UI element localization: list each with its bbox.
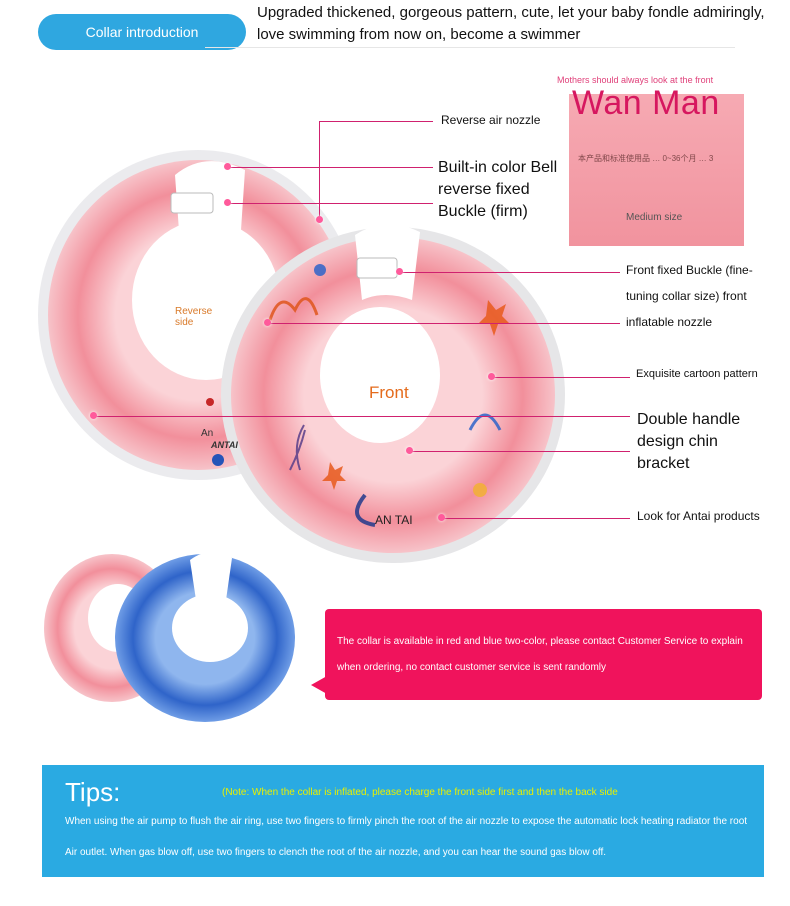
- callout-cartoon-pattern: Exquisite cartoon pattern: [636, 368, 758, 380]
- callout-dot: [224, 163, 231, 170]
- an-tai-label: AN TAI: [375, 513, 413, 527]
- callout-line: [400, 272, 620, 273]
- collar-introduction-pill: Collar introduction: [38, 14, 246, 50]
- callout-line: [442, 518, 630, 519]
- callout-line: [228, 167, 433, 168]
- product-illustration: [38, 150, 565, 722]
- color-note-text: The collar is available in red and blue …: [337, 636, 743, 673]
- callout-line: [228, 203, 433, 204]
- front-label: Front: [369, 383, 409, 402]
- inset-brand-title: Wan Man: [572, 84, 720, 122]
- reverse-side-label: Reverse side: [175, 306, 213, 328]
- callout-dot: [90, 412, 97, 419]
- callout-dot: [438, 514, 445, 521]
- tips-instruction-2: Air outlet. When gas blow off, use two f…: [65, 847, 607, 858]
- callout-dot: [406, 447, 413, 454]
- front-ring: [221, 224, 565, 563]
- antai-small-label: ANTAI: [211, 440, 238, 450]
- tips-note: (Note: When the collar is inflated, plea…: [222, 787, 618, 798]
- inset-caption: Mothers should always look at the front: [557, 75, 714, 85]
- tips-title: Tips:: [65, 777, 121, 807]
- callout-built-in-bell: Built-in color Bell reverse fixed Buckle…: [438, 159, 558, 220]
- callout-dot: [224, 199, 231, 206]
- callout-double-handle: Double handle design chin bracket: [637, 411, 741, 472]
- callout-line: [319, 121, 433, 122]
- callout-line: [492, 377, 630, 378]
- callout-line: [319, 121, 320, 220]
- color-note-box: [325, 609, 762, 700]
- callout-inflatable-nozzle: inflatable nozzle: [626, 315, 713, 329]
- product-label-photo: [569, 94, 744, 246]
- callout-dot: [264, 319, 271, 326]
- tips-panel: [42, 765, 764, 877]
- callout-dot: [316, 216, 323, 223]
- an-label: An: [201, 428, 214, 439]
- tips-instruction-1: When using the air pump to flush the air…: [65, 816, 748, 827]
- callout-dot: [396, 268, 403, 275]
- callout-front-buckle: Front fixed Buckle (fine-tuning collar s…: [626, 263, 753, 303]
- callout-reverse-air-nozzle: Reverse air nozzle: [441, 113, 541, 127]
- callout-look-for-antai: Look for Antai products: [637, 509, 760, 523]
- divider: [205, 47, 735, 48]
- color-note-pointer: [311, 676, 327, 694]
- small-rings: [44, 551, 295, 722]
- callout-line: [94, 416, 630, 417]
- intro-text: Upgraded thickened, gorgeous pattern, cu…: [257, 4, 765, 43]
- callout-line: [268, 323, 620, 324]
- inset-chinese-text: 本产品和标准使用品 … 0~36个月 … 3: [578, 154, 714, 163]
- inset-size-label: Medium size: [626, 212, 683, 223]
- callout-line: [410, 451, 630, 452]
- callout-dot: [488, 373, 495, 380]
